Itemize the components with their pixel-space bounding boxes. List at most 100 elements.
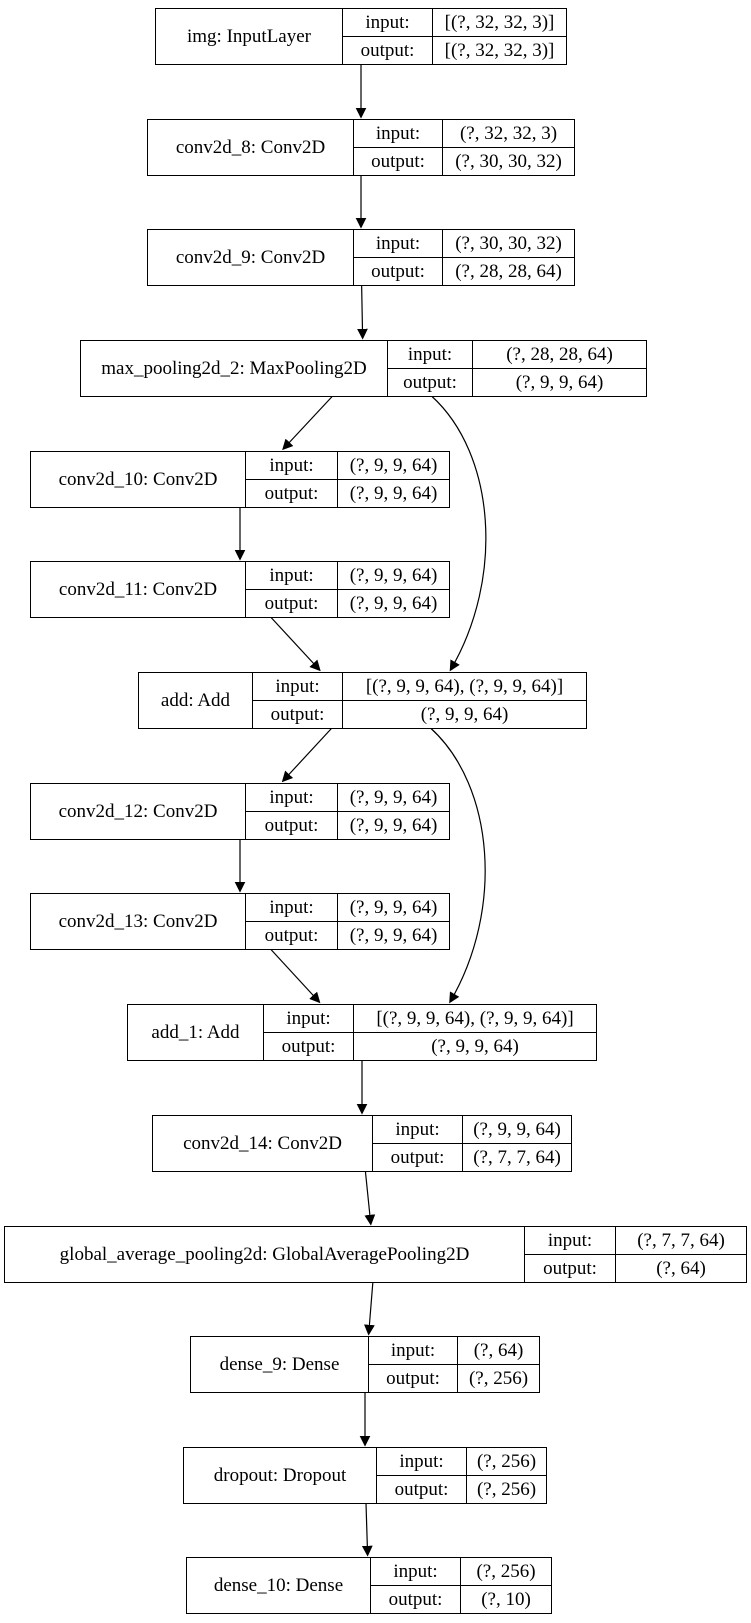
output-shape-value: (?, 256) [476, 1479, 537, 1500]
layer-node-conv2d_13: conv2d_13: Conv2D input: (?, 9, 9, 64) o… [30, 893, 450, 950]
layer-input-row: input: (?, 7, 7, 64) [525, 1227, 746, 1255]
layer-node-conv2d_9: conv2d_9: Conv2D input: (?, 30, 30, 32) … [147, 229, 575, 286]
layer-io-table: input: [(?, 9, 9, 64), (?, 9, 9, 64)] ou… [253, 673, 586, 728]
layer-input-row: input: [(?, 32, 32, 3)] [343, 9, 566, 37]
input-shape-value: (?, 30, 30, 32) [455, 233, 562, 254]
output-row-label: output: [264, 1033, 354, 1060]
input-row-label: input: [377, 1448, 467, 1475]
layer-node-max_pooling2d_2: max_pooling2d_2: MaxPooling2D input: (?,… [80, 340, 647, 397]
layer-name-label: img: InputLayer [156, 9, 343, 64]
input-row-label: input: [369, 1337, 458, 1364]
input-row-label: input: [246, 784, 338, 811]
output-row-label: output: [246, 812, 338, 839]
output-row-label: output: [253, 701, 343, 728]
layer-node-conv2d_14: conv2d_14: Conv2D input: (?, 9, 9, 64) o… [152, 1115, 572, 1172]
input-shape-value: (?, 32, 32, 3) [459, 123, 558, 144]
output-row-label: output: [354, 148, 443, 175]
input-shape-value: (?, 64) [473, 1340, 524, 1361]
input-shape-value: (?, 7, 7, 64) [637, 1230, 725, 1251]
output-row-label: output: [377, 1476, 467, 1503]
layer-io-table: input: (?, 28, 28, 64) output: (?, 9, 9,… [388, 341, 646, 396]
output-shape-value: (?, 28, 28, 64) [455, 261, 562, 282]
layer-io-table: input: (?, 9, 9, 64) output: (?, 9, 9, 6… [246, 784, 449, 839]
layer-name-label: add_1: Add [128, 1005, 264, 1060]
edge-conv2d_9-to-max_pooling2d_2 [357, 284, 368, 340]
layer-output-row: output: (?, 30, 30, 32) [354, 148, 574, 175]
layer-name-label: dense_10: Dense [187, 1558, 371, 1613]
layer-node-conv2d_12: conv2d_12: Conv2D input: (?, 9, 9, 64) o… [30, 783, 450, 840]
input-shape-value: [(?, 32, 32, 3)] [444, 12, 555, 33]
layer-output-row: output: (?, 9, 9, 64) [246, 590, 449, 617]
layer-input-row: input: (?, 64) [369, 1337, 539, 1365]
layer-input-row: input: (?, 30, 30, 32) [354, 230, 574, 258]
layer-name-label: global_average_pooling2d: GlobalAverageP… [5, 1227, 525, 1282]
layer-output-row: output: (?, 9, 9, 64) [246, 480, 449, 507]
layer-io-table: input: (?, 32, 32, 3) output: (?, 30, 30… [354, 120, 574, 175]
layer-name-label: dense_9: Dense [191, 1337, 369, 1392]
input-row-label: input: [525, 1227, 616, 1254]
layer-input-row: input: (?, 256) [377, 1448, 546, 1476]
layer-name-label: conv2d_9: Conv2D [148, 230, 354, 285]
layer-output-row: output: (?, 256) [377, 1476, 546, 1503]
output-shape-value: (?, 9, 9, 64) [349, 593, 438, 614]
layer-input-row: input: (?, 9, 9, 64) [246, 784, 449, 812]
output-row-label: output: [246, 590, 338, 617]
input-shape-value: (?, 256) [476, 1451, 537, 1472]
output-row-label: output: [246, 480, 338, 507]
layer-node-global_average_pooling2d: global_average_pooling2d: GlobalAverageP… [4, 1226, 747, 1283]
layer-io-table: input: (?, 256) output: (?, 256) [377, 1448, 546, 1503]
output-shape-value: (?, 9, 9, 64) [349, 925, 438, 946]
layer-node-add_1: add_1: Add input: [(?, 9, 9, 64), (?, 9,… [127, 1004, 597, 1061]
output-row-label: output: [246, 922, 338, 949]
input-row-label: input: [246, 562, 338, 589]
output-shape-value: (?, 64) [656, 1258, 706, 1279]
layer-input-row: input: (?, 256) [371, 1558, 551, 1586]
edge-dropout-to-dense_10 [361, 1502, 373, 1557]
output-shape-value: (?, 256) [468, 1368, 529, 1389]
layer-output-row: output: (?, 7, 7, 64) [373, 1144, 571, 1171]
output-shape-value: [(?, 32, 32, 3)] [444, 40, 555, 61]
layer-node-dense_9: dense_9: Dense input: (?, 64) output: (?… [190, 1336, 540, 1393]
edge-global_average_pooling2d-to-dense_9 [364, 1281, 375, 1336]
layer-io-table: input: [(?, 32, 32, 3)] output: [(?, 32,… [343, 9, 566, 64]
layer-io-table: input: [(?, 9, 9, 64), (?, 9, 9, 64)] ou… [264, 1005, 596, 1060]
layer-name-label: conv2d_8: Conv2D [148, 120, 354, 175]
input-row-label: input: [371, 1558, 461, 1585]
input-shape-value: (?, 9, 9, 64) [349, 455, 438, 476]
layer-node-add: add: Add input: [(?, 9, 9, 64), (?, 9, 9… [138, 672, 587, 729]
layer-node-conv2d_11: conv2d_11: Conv2D input: (?, 9, 9, 64) o… [30, 561, 450, 618]
edge-add-to-add_1 [430, 727, 486, 1004]
output-row-label: output: [371, 1586, 461, 1613]
layer-output-row: output: [(?, 32, 32, 3)] [343, 37, 566, 64]
layer-name-label: max_pooling2d_2: MaxPooling2D [81, 341, 388, 396]
output-shape-value: (?, 9, 9, 64) [349, 815, 438, 836]
layer-output-row: output: (?, 10) [371, 1586, 551, 1613]
input-row-label: input: [388, 341, 473, 368]
layer-output-row: output: (?, 256) [369, 1365, 539, 1392]
layer-output-row: output: (?, 9, 9, 64) [246, 922, 449, 949]
input-shape-value: (?, 9, 9, 64) [349, 897, 438, 918]
edge-max_pooling2d_2-to-add [431, 395, 487, 672]
layer-input-row: input: [(?, 9, 9, 64), (?, 9, 9, 64)] [253, 673, 586, 701]
output-shape-value: (?, 9, 9, 64) [515, 372, 604, 393]
edge-conv2d_13-to-add_1 [270, 948, 321, 1004]
layer-output-row: output: (?, 9, 9, 64) [246, 812, 449, 839]
layer-io-table: input: (?, 9, 9, 64) output: (?, 9, 9, 6… [246, 562, 449, 617]
layer-node-conv2d_8: conv2d_8: Conv2D input: (?, 32, 32, 3) o… [147, 119, 575, 176]
output-row-label: output: [525, 1255, 616, 1282]
layer-input-row: input: (?, 28, 28, 64) [388, 341, 646, 369]
layer-output-row: output: (?, 9, 9, 64) [264, 1033, 596, 1060]
layer-output-row: output: (?, 9, 9, 64) [253, 701, 586, 728]
layer-io-table: input: (?, 30, 30, 32) output: (?, 28, 2… [354, 230, 574, 285]
input-row-label: input: [264, 1005, 354, 1032]
layer-io-table: input: (?, 9, 9, 64) output: (?, 7, 7, 6… [373, 1116, 571, 1171]
layer-name-label: conv2d_12: Conv2D [31, 784, 246, 839]
input-row-label: input: [354, 230, 443, 257]
layer-input-row: input: (?, 9, 9, 64) [246, 452, 449, 480]
input-row-label: input: [246, 452, 338, 479]
input-row-label: input: [373, 1116, 463, 1143]
layer-name-label: conv2d_10: Conv2D [31, 452, 246, 507]
layer-io-table: input: (?, 9, 9, 64) output: (?, 9, 9, 6… [246, 452, 449, 507]
edge-conv2d_14-to-global_average_pooling2d [364, 1170, 376, 1226]
